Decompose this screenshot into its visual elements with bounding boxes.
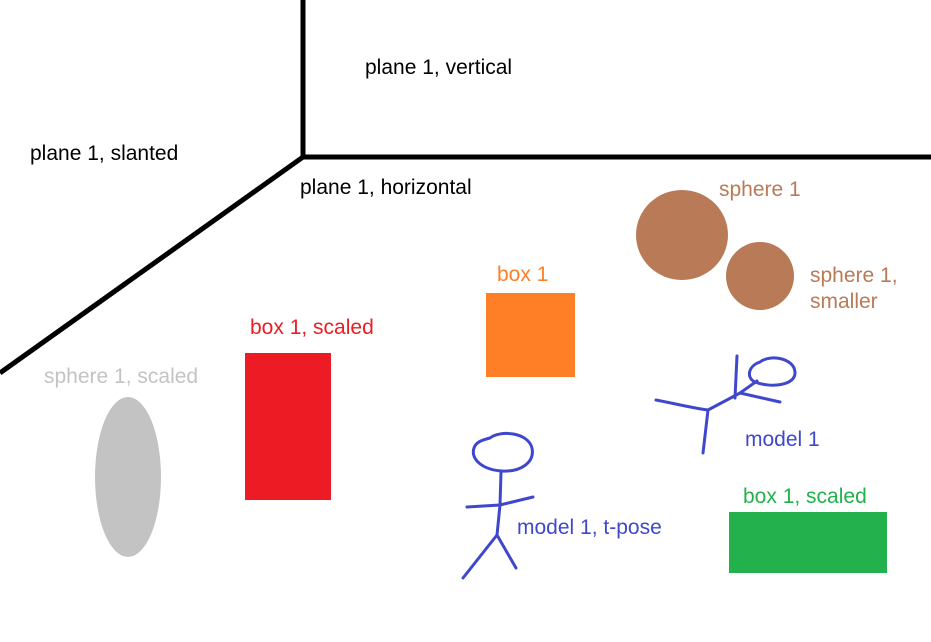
- box-1-rect: [486, 293, 575, 377]
- sphere-1-circle: [636, 190, 728, 280]
- model-1-arm: [733, 354, 739, 400]
- sphere-1-smaller-label-line1: sphere 1,: [810, 264, 898, 287]
- model-1-tpose-legs: [461, 533, 518, 580]
- box-1-scaled-green-rect: [729, 512, 887, 573]
- box-1-scaled-red-label: box 1, scaled: [250, 316, 374, 339]
- model-1-figure: [654, 354, 797, 455]
- plane-slanted-line: [0, 154, 305, 376]
- model-1-label: model 1: [745, 428, 820, 451]
- plane-horizontal-label: plane 1, horizontal: [300, 176, 472, 199]
- sphere-1-smaller-label-line2: smaller: [810, 290, 878, 313]
- box-1-label: box 1: [497, 263, 548, 286]
- model-1-tpose-figure: [461, 431, 535, 580]
- model-1-head: [747, 356, 797, 387]
- model-1-shoulder: [738, 379, 759, 395]
- model-1-tpose-neck: [498, 470, 503, 507]
- plane-slanted-label: plane 1, slanted: [30, 142, 178, 165]
- sphere-1-scaled-label: sphere 1, scaled: [44, 365, 198, 388]
- box-1-scaled-red-rect: [245, 353, 331, 500]
- planes: [0, 0, 931, 376]
- box-1-scaled-green-label: box 1, scaled: [743, 485, 867, 508]
- model-1-legs: [654, 398, 710, 455]
- model-1-torso: [706, 391, 782, 412]
- sphere-1-smaller-circle: [726, 242, 794, 310]
- sphere-1-label: sphere 1: [719, 178, 801, 201]
- model-1-tpose-head: [471, 431, 534, 473]
- model-1-tpose-body: [495, 503, 502, 537]
- model-1-tpose-label: model 1, t-pose: [517, 516, 662, 539]
- plane-vertical-label: plane 1, vertical: [365, 56, 512, 79]
- sphere-1-scaled-ellipse: [95, 397, 161, 557]
